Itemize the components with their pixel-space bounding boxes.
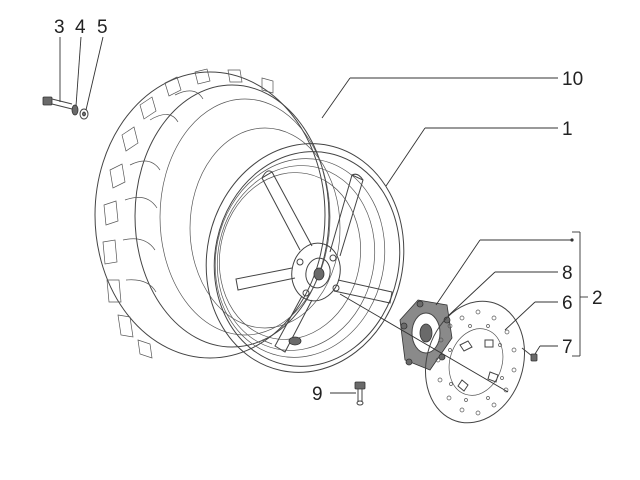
callout-4: 4 <box>75 17 86 38</box>
axle-bolt-3 <box>42 96 73 110</box>
brake-disc <box>424 300 526 424</box>
wheel-hub <box>291 242 341 302</box>
wheel-rim <box>205 143 405 373</box>
callout-8: 8 <box>562 263 573 284</box>
callout-3: 3 <box>54 17 65 38</box>
tire-valve-9 <box>354 381 366 406</box>
brake-disc-holes <box>435 309 517 416</box>
tire <box>94 68 341 359</box>
callout-5: 5 <box>97 17 108 38</box>
callout-10: 10 <box>562 69 583 90</box>
callout-1: 1 <box>562 119 573 140</box>
callout-2: 2 <box>592 288 603 309</box>
callout-6: 6 <box>562 293 573 314</box>
washer-5 <box>79 108 89 120</box>
washer-4 <box>71 104 79 116</box>
callout-7: 7 <box>562 337 573 358</box>
wheel-spokes <box>235 170 393 353</box>
tire-tread <box>102 68 274 359</box>
callout-9: 9 <box>312 384 323 405</box>
leader-lines <box>59 36 588 394</box>
disc-screw-7 <box>521 347 538 362</box>
